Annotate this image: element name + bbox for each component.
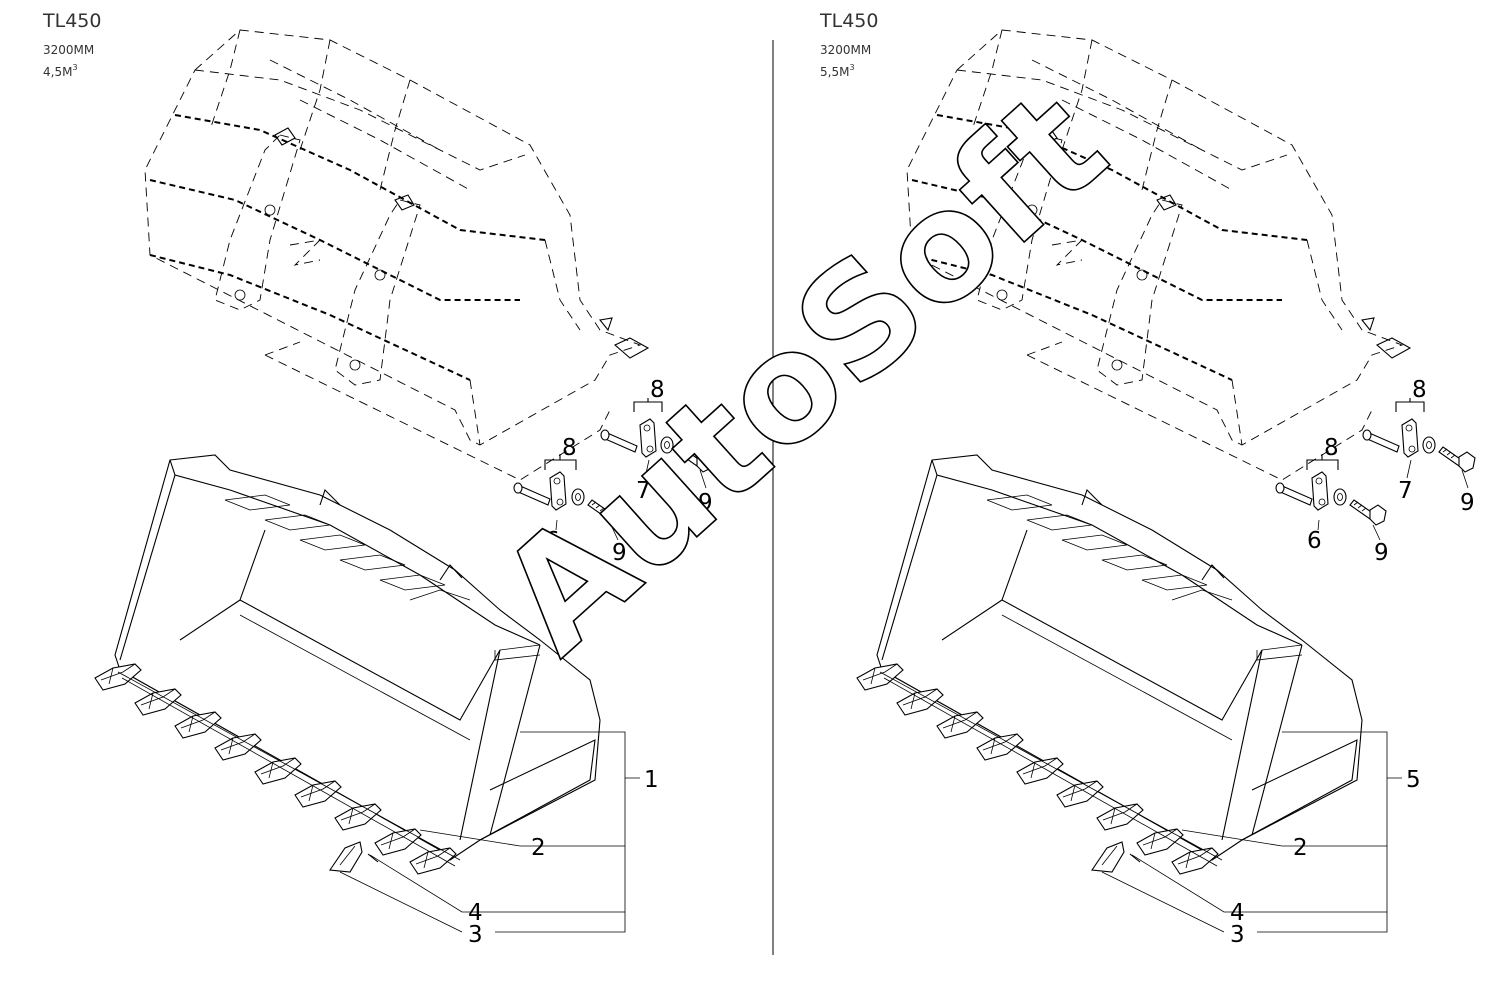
callout-adapter: 3 [1230, 922, 1245, 948]
lower-bucket-drawing [876, 454, 1363, 861]
bolt-part [1349, 499, 1387, 526]
upper-bucket-drawing [144, 29, 649, 481]
callout-bucket: 1 [644, 767, 659, 793]
pin-plate-part [1401, 418, 1419, 458]
callout-group: 8 [1324, 435, 1339, 461]
group-bracket [633, 398, 663, 412]
pivot-pin-part [1362, 429, 1400, 453]
pivot-pin-part [1275, 482, 1313, 506]
callout-pin: 4 [468, 900, 483, 926]
model-label: TL450 [42, 10, 101, 32]
model-label: TL450 [819, 10, 878, 32]
callout-pin: 4 [1230, 900, 1245, 926]
group-bracket [1395, 398, 1425, 412]
washer-part [1333, 488, 1347, 506]
pin-plate-part [1311, 471, 1329, 511]
callout-pivot-pin: 6 [545, 528, 560, 554]
callout-group: 8 [562, 435, 577, 461]
callout-bolt: 9 [698, 490, 713, 516]
panel-right: 5 2 4 3 6 7 8 8 9 9 TL450 3200MM 5,5M3 [819, 10, 1476, 948]
callout-pin-plate: 7 [636, 478, 651, 504]
callout-group: 8 [650, 377, 665, 403]
callout-adapter: 3 [468, 922, 483, 948]
width-label: 3200MM [820, 43, 871, 57]
callout-pivot-pin: 6 [1307, 528, 1322, 554]
callout-pin-plate: 7 [1398, 478, 1413, 504]
callout-group: 8 [1412, 377, 1427, 403]
volume-label: 5,5M3 [820, 63, 855, 79]
callout-bolt: 9 [1374, 540, 1389, 566]
width-label: 3200MM [43, 43, 94, 57]
callout-tooth: 2 [531, 835, 546, 861]
volume-label: 4,5M3 [43, 63, 78, 79]
bolt-part [1438, 446, 1476, 473]
group-bracket [1306, 454, 1339, 470]
callout-bolt: 9 [612, 540, 627, 566]
callout-tooth: 2 [1293, 835, 1308, 861]
washer-part [1422, 436, 1436, 454]
teeth-row-drawing [95, 664, 460, 874]
callout-bolt: 9 [1460, 490, 1475, 516]
watermark: AutoSoft [468, 58, 1139, 686]
group-bracket [544, 454, 577, 470]
callout-bucket: 5 [1406, 767, 1421, 793]
panel-left: 1 2 4 3 6 7 8 8 9 9 TL450 3200MM 4,5M3 [42, 10, 714, 948]
teeth-row-drawing [857, 664, 1222, 874]
